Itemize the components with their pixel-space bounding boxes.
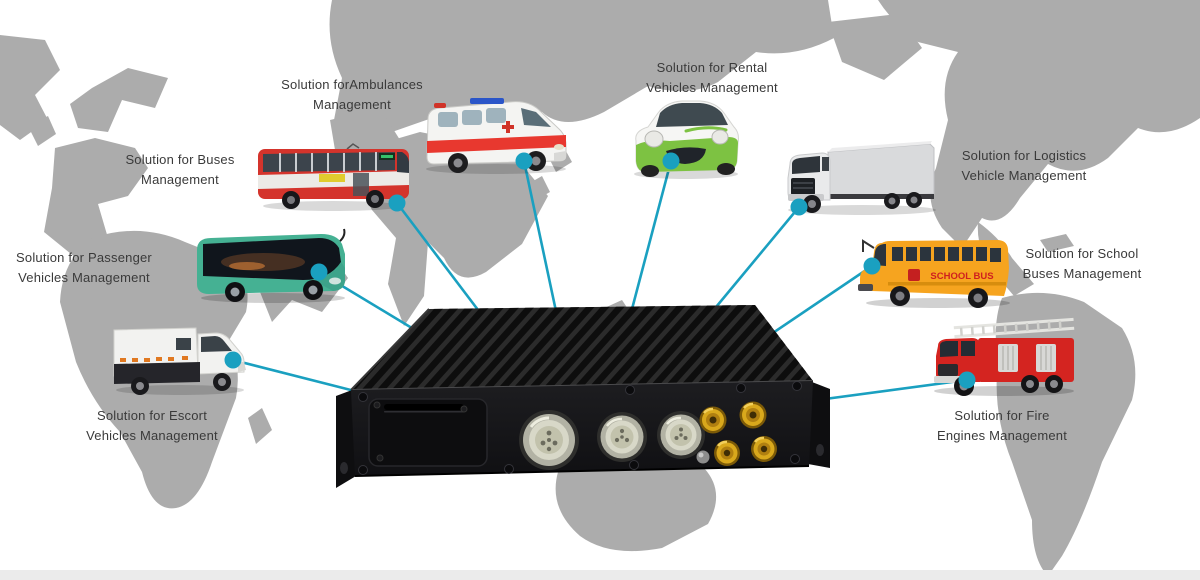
label-line-1: Solution for School [1025,246,1139,261]
label-line-2: Management [313,97,391,112]
ambulance-image [418,95,575,178]
device-bracket-right [808,382,830,468]
bottom-strip [0,570,1200,580]
device-aviation-connector-3 [657,411,705,459]
connection-dot-escort [224,351,242,369]
connection-dot-city-bus [388,194,406,212]
connection-dot-rental [662,152,680,170]
escort-van-image [108,318,248,398]
label-line-1: Solution for Logistics [961,148,1087,163]
label-line-2: Vehicles Management [86,428,218,443]
solution-label-school-buses: Solution for School Buses Management [962,244,1200,284]
rental-car-image [628,95,745,182]
device-hdd-cover [368,398,488,467]
device-screws [358,381,802,475]
solution-label-buses: Solution for Buses Management [60,150,300,190]
fire-truck-image [928,312,1080,398]
label-line-2: Vehicles Management [18,270,150,285]
solution-label-passenger-vehicles: Solution for Passenger Vehicles Manageme… [0,248,204,288]
label-line-2: Vehicle Management [961,168,1087,183]
device-antenna-connectors [699,401,777,466]
solution-label-rental-vehicles: Solution for Rental Vehicles Management [592,58,832,98]
device-bracket-left [336,390,356,488]
device-aviation-connector-1 [519,410,579,470]
coach-bus-image [193,228,350,305]
label-line-1: Solution for Fire [954,408,1050,423]
connection-line-rental [625,160,673,329]
label-line-2: Management [141,172,219,187]
connection-dot-coach [310,263,328,281]
school-bus-side-text: SCHOOL BUS [930,271,993,282]
label-line-2: Buses Management [1022,266,1142,281]
device-led-indicator [696,450,710,464]
logistics-truck-image [782,138,940,218]
label-line-1: Solution for Rental [656,60,768,75]
label-line-1: Solution for Buses [125,152,235,167]
connection-dot-ambulance [515,152,533,170]
solution-label-ambulances: Solution forAmbulances Management [232,75,472,115]
solution-label-fire-engines: Solution for Fire Engines Management [882,406,1122,446]
connection-dot-fire [958,371,976,389]
connection-dot-logistics [790,198,808,216]
solution-label-logistics-vehicles: Solution for Logistics Vehicle Managemen… [904,146,1144,186]
label-line-1: Solution forAmbulances [281,77,423,92]
connection-dot-school-bus [863,257,881,275]
city-bus-image [255,143,412,212]
label-line-1: Solution for Escort [96,408,207,423]
label-line-2: Vehicles Management [646,80,778,95]
label-line-1: Solution for Passenger [16,250,152,265]
device-aviation-connector-2 [597,412,647,462]
solution-label-escort-vehicles: Solution for Escort Vehicles Management [32,406,272,446]
connection-line-ambulance [522,160,562,331]
label-line-2: Engines Management [936,428,1068,443]
